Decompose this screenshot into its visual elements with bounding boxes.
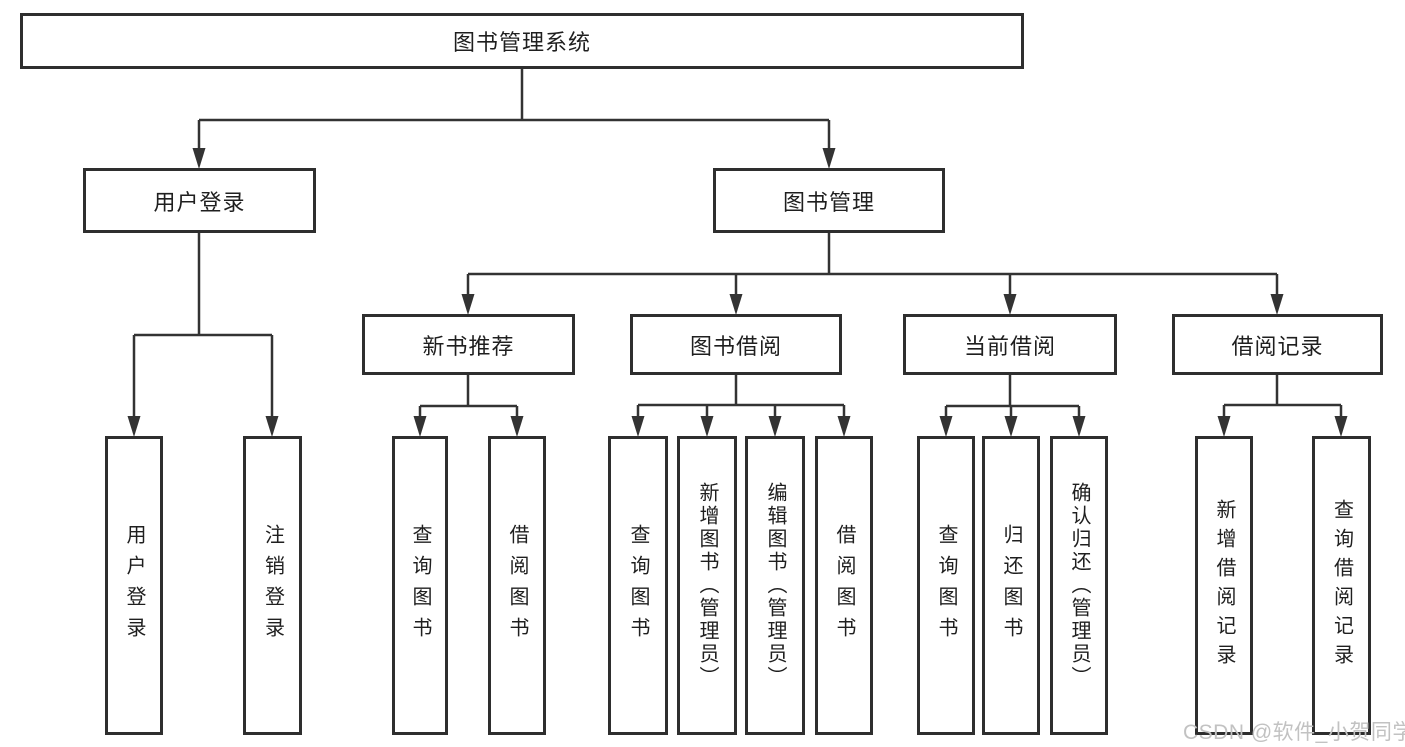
leaf-current-query-books-label: 查询图书 bbox=[935, 523, 957, 648]
node-current-borrow: 当前借阅 bbox=[903, 314, 1117, 375]
leaf-borrow-query-books: 查询图书 bbox=[608, 436, 668, 735]
leaf-borrow-add-books-admin: 新增图书（管理员） bbox=[677, 436, 737, 735]
leaf-user-login: 用户登录 bbox=[105, 436, 163, 735]
leaf-record-add: 新增借阅记录 bbox=[1195, 436, 1253, 735]
node-user-login-label: 用户登录 bbox=[153, 189, 246, 215]
node-book-borrow: 图书借阅 bbox=[630, 314, 842, 375]
leaf-record-query: 查询借阅记录 bbox=[1312, 436, 1371, 735]
leaf-recommend-borrow-books-label: 借阅图书 bbox=[506, 523, 528, 648]
leaf-recommend-borrow-books: 借阅图书 bbox=[488, 436, 546, 735]
node-user-login: 用户登录 bbox=[83, 168, 316, 233]
leaf-record-query-label: 查询借阅记录 bbox=[1330, 498, 1353, 673]
leaf-borrow-edit-books-admin: 编辑图书（管理员） bbox=[745, 436, 805, 735]
node-new-book-recommend: 新书推荐 bbox=[362, 314, 575, 375]
leaf-logout: 注销登录 bbox=[243, 436, 302, 735]
leaf-user-login-label: 用户登录 bbox=[123, 523, 145, 648]
node-book-management-label: 图书管理 bbox=[782, 189, 875, 215]
node-book-management: 图书管理 bbox=[713, 168, 945, 233]
node-root: 图书管理系统 bbox=[20, 13, 1024, 69]
leaf-current-return-books: 归还图书 bbox=[982, 436, 1040, 735]
node-borrow-records-label: 借阅记录 bbox=[1231, 333, 1324, 359]
leaf-borrow-edit-books-admin-label: 编辑图书（管理员） bbox=[764, 482, 786, 689]
node-book-borrow-label: 图书借阅 bbox=[689, 333, 782, 359]
node-current-borrow-label: 当前借阅 bbox=[963, 333, 1056, 359]
arrowheads bbox=[127, 148, 1348, 437]
leaf-borrow-add-books-admin-label: 新增图书（管理员） bbox=[696, 482, 718, 689]
leaf-borrow-borrow-books: 借阅图书 bbox=[815, 436, 873, 735]
leaf-current-confirm-return-admin-label: 确认归还（管理员） bbox=[1068, 482, 1090, 689]
leaf-logout-label: 注销登录 bbox=[261, 523, 284, 648]
watermark: CSDN @软件_小贺同学 bbox=[1183, 721, 1405, 744]
leaf-current-return-books-label: 归还图书 bbox=[1000, 523, 1022, 648]
leaf-current-query-books: 查询图书 bbox=[917, 436, 975, 735]
leaf-record-add-label: 新增借阅记录 bbox=[1213, 498, 1235, 673]
leaf-recommend-query-books: 查询图书 bbox=[392, 436, 448, 735]
leaf-current-confirm-return-admin: 确认归还（管理员） bbox=[1050, 436, 1108, 735]
leaf-borrow-query-books-label: 查询图书 bbox=[627, 523, 649, 648]
node-borrow-records: 借阅记录 bbox=[1172, 314, 1383, 375]
node-new-book-recommend-label: 新书推荐 bbox=[422, 333, 515, 359]
node-root-label: 图书管理系统 bbox=[452, 30, 591, 55]
leaf-recommend-query-books-label: 查询图书 bbox=[409, 523, 431, 648]
leaf-borrow-borrow-books-label: 借阅图书 bbox=[833, 523, 855, 648]
